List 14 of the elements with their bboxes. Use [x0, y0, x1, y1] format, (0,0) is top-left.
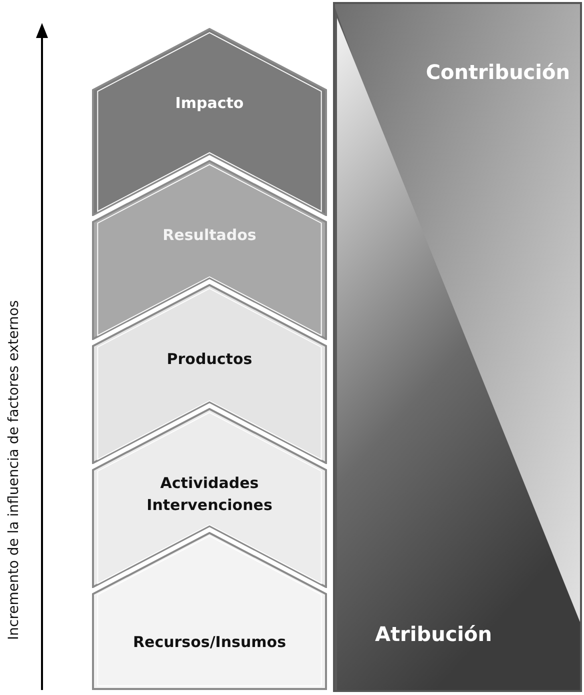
panel-label: Contribución — [426, 60, 570, 84]
chevron-shape — [92, 532, 327, 690]
panel-label: Atribución — [375, 622, 492, 646]
axis-label: Incremento de la influencia de factores externos — [6, 300, 22, 640]
chevron-shape — [92, 28, 327, 216]
chevron-label: Actividades Intervenciones — [146, 473, 274, 516]
chevron-label: Productos — [166, 349, 254, 370]
chevron-label: Resultados — [162, 225, 258, 246]
chevron-label: Impacto — [174, 93, 245, 114]
chevron-shape — [92, 160, 327, 340]
chevron-shape — [92, 408, 327, 588]
gradient-panel — [333, 2, 582, 692]
chevron-shape — [92, 284, 327, 464]
chevron-label: Recursos/Insumos — [132, 632, 288, 653]
